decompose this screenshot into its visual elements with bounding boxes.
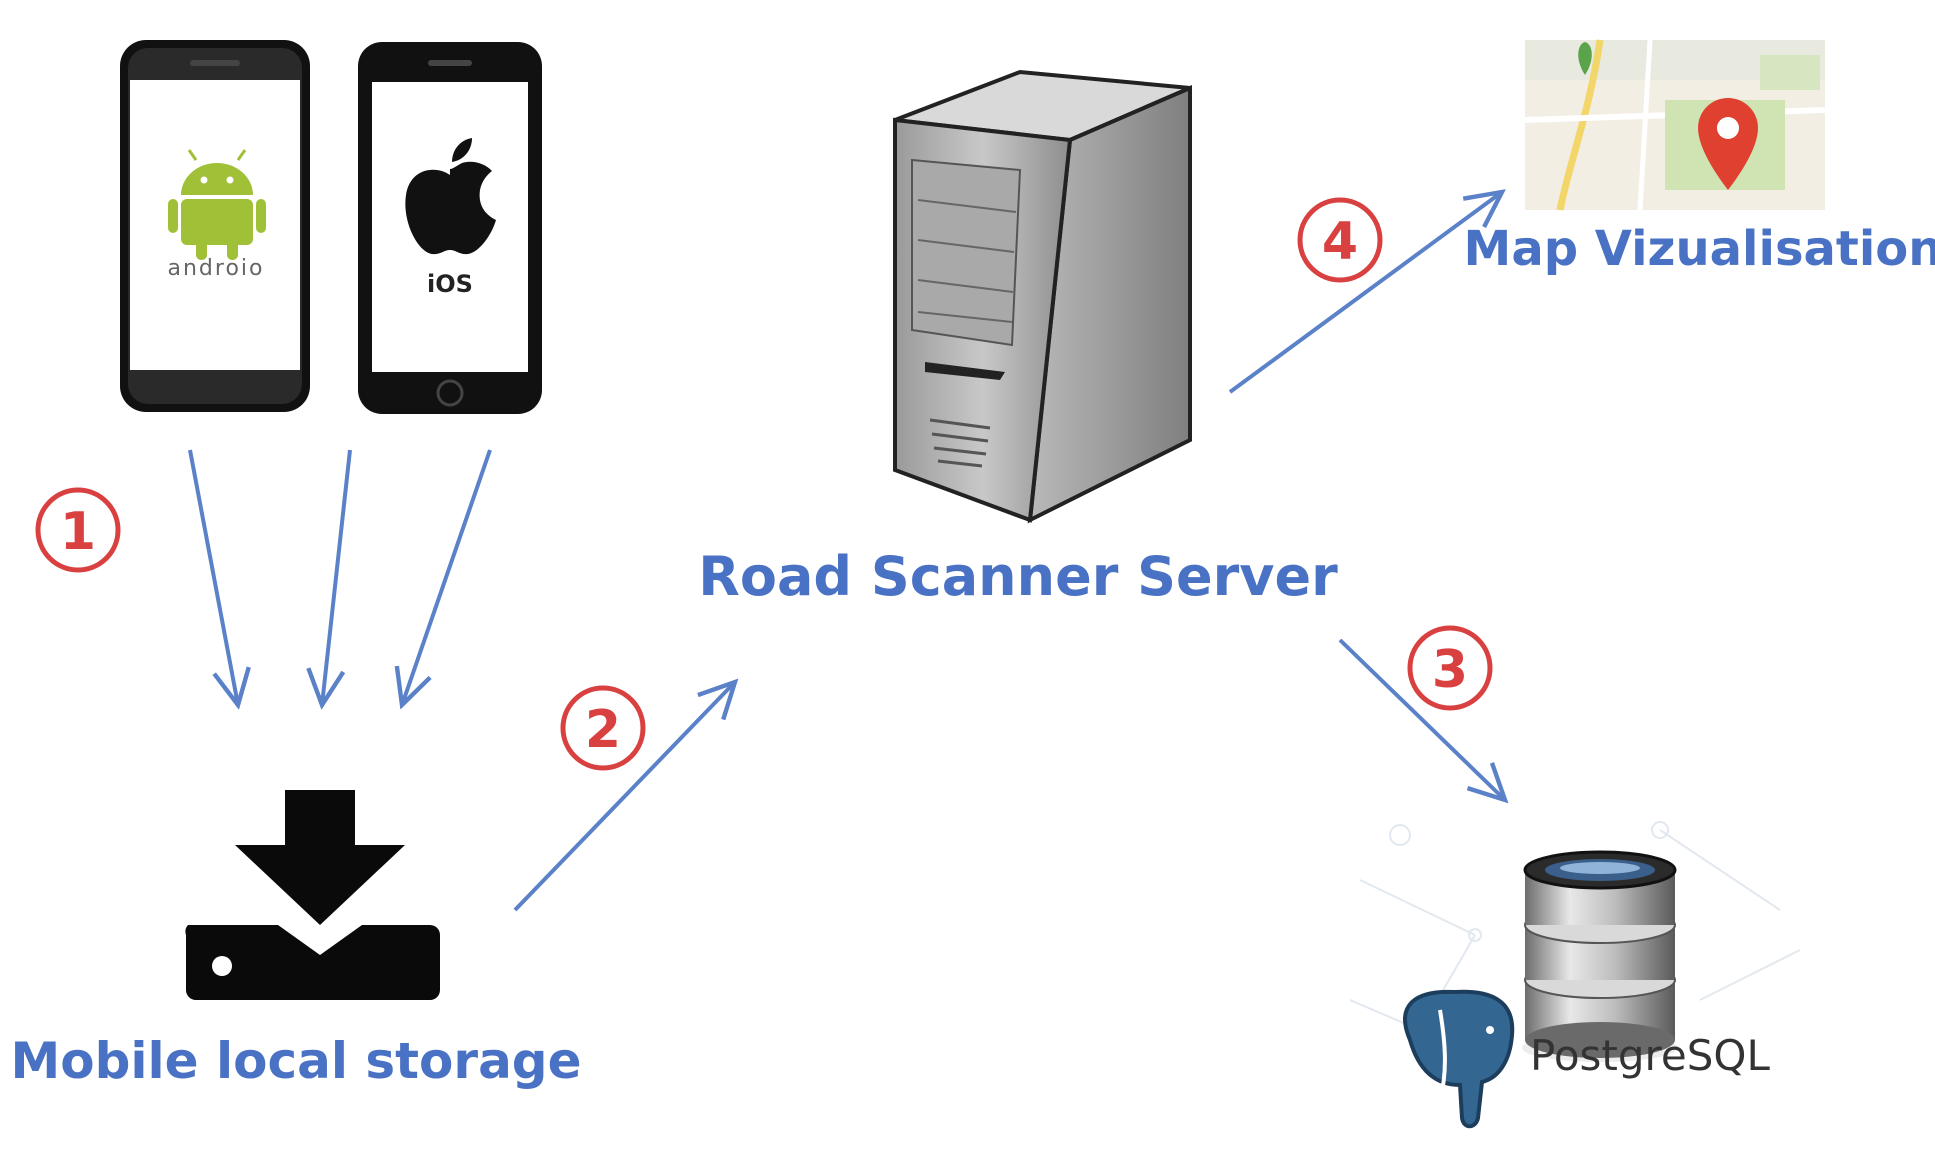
ios-phone: iOS bbox=[358, 42, 542, 414]
android-robot-icon bbox=[168, 149, 266, 260]
mobile-storage-label: Mobile local storage bbox=[10, 1032, 581, 1090]
map-pin-red-icon bbox=[1698, 98, 1758, 190]
android-phone: androio bbox=[120, 40, 310, 412]
svg-text:1: 1 bbox=[60, 502, 96, 562]
arrow-storage-to-server bbox=[513, 682, 735, 912]
arrow-server-to-database bbox=[1338, 638, 1505, 800]
step-3-badge: 3 bbox=[1407, 625, 1493, 711]
arrow-ios-to-storage-1 bbox=[322, 449, 352, 705]
ios-wordmark: iOS bbox=[427, 270, 473, 298]
step-1-badge: 1 bbox=[35, 487, 121, 573]
svg-text:2: 2 bbox=[585, 700, 621, 760]
svg-text:4: 4 bbox=[1322, 212, 1358, 272]
map-pin-green-icon bbox=[1578, 42, 1592, 75]
server-icon bbox=[893, 69, 1192, 524]
map-thumbnail bbox=[1524, 39, 1826, 211]
arrows bbox=[188, 192, 1505, 912]
server-label: Road Scanner Server bbox=[698, 545, 1338, 608]
step-4-badge: 4 bbox=[1297, 197, 1383, 283]
arrow-ios-to-storage-2 bbox=[402, 449, 492, 705]
postgresql-elephant-icon bbox=[1403, 989, 1515, 1129]
postgresql-database-icon bbox=[1349, 821, 1801, 1062]
android-wordmark: androio bbox=[168, 256, 265, 281]
map-label: Map Vizualisation bbox=[1464, 221, 1935, 277]
postgresql-wordmark: PostgreSQL bbox=[1530, 1031, 1770, 1080]
arrow-android-to-storage bbox=[188, 449, 238, 705]
arrow-server-to-map bbox=[1228, 192, 1502, 394]
apple-logo-icon bbox=[405, 138, 496, 255]
step-2-badge: 2 bbox=[560, 685, 646, 771]
download-storage-icon bbox=[185, 790, 440, 1000]
svg-text:3: 3 bbox=[1432, 640, 1468, 700]
